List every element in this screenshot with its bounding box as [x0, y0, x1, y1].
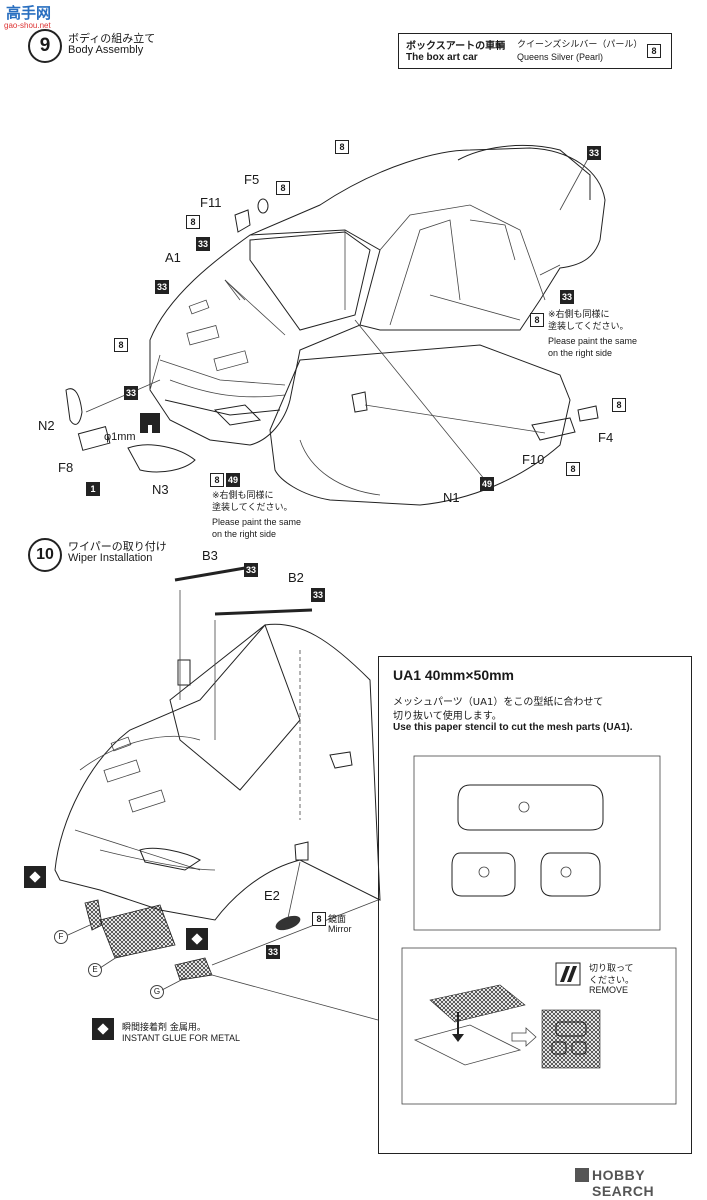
- ua1-instruction-en: Use this paper stencil to cut the mesh p…: [393, 722, 633, 733]
- label-E-circle: E: [88, 963, 102, 977]
- part-F8: [77, 426, 111, 451]
- part-F4: [577, 405, 599, 422]
- hobbysearch-watermark: HOBBY SEARCH: [592, 1167, 655, 1199]
- watermark-logo: 高手网: [6, 4, 52, 22]
- label-A1: A1: [165, 250, 181, 265]
- label-F10: F10: [522, 452, 545, 467]
- note-right-jp1: ※右側も同様に: [548, 310, 610, 320]
- boxart-label-jp: ボックスアートの車輌: [406, 41, 506, 52]
- label-N1: N1: [443, 490, 460, 505]
- num-33-hood: 33: [196, 237, 210, 251]
- step-9-number: 9: [28, 29, 62, 63]
- step-9-title-jp: ボディの組み立て: [68, 32, 156, 45]
- label-F4: F4: [598, 430, 614, 445]
- part-F5: [257, 198, 269, 214]
- label-G-circle: G: [150, 985, 164, 999]
- num-33-spoiler: 33: [587, 146, 601, 160]
- boxart-label-en: The box art car: [406, 52, 478, 63]
- label-F-circle: F: [54, 930, 68, 944]
- num-33-E2: 33: [266, 945, 280, 959]
- glue-note-jp: 瞬間接着剤 金属用。: [122, 1023, 206, 1033]
- note-bottom-en2: on the right side: [212, 529, 277, 539]
- note-bottom-en1: Please paint the same: [212, 517, 302, 527]
- part-F11: [234, 209, 251, 233]
- note-right-en1: Please paint the same: [548, 336, 638, 346]
- part-N3: [127, 444, 196, 473]
- num-1-F8: 1: [86, 482, 100, 496]
- remove-label-jp2: ください。: [589, 976, 635, 986]
- num-49-N1: 49: [480, 477, 494, 491]
- label-phi: φ1mm: [104, 431, 136, 443]
- boxart-color-number: 8: [647, 44, 661, 58]
- num-8-mirror: 8: [312, 912, 326, 926]
- ua1-instruction-jp2: 切り抜いて使用します。: [393, 711, 502, 722]
- car-body-drawing: [65, 145, 606, 506]
- part-N2: [65, 388, 83, 425]
- mirror-label-jp: 鏡面: [328, 915, 347, 925]
- num-33-side: 33: [560, 290, 574, 304]
- hobbysearch-logo-mark: [575, 1168, 589, 1182]
- remove-label-jp1: 切り取って: [589, 964, 634, 974]
- glue-symbols: [24, 866, 208, 1040]
- label-F8: F8: [58, 460, 74, 475]
- part-F10: [531, 417, 576, 441]
- step-10-title-jp: ワイパーの取り付け: [68, 540, 167, 553]
- label-F11: F11: [200, 195, 222, 210]
- num-33-grille: 33: [124, 386, 138, 400]
- num-8-roof: 8: [335, 140, 349, 154]
- num-33-B3: 33: [244, 563, 258, 577]
- ua1-stencil: [401, 755, 677, 1105]
- ua1-title: UA1 40mm×50mm: [393, 667, 515, 683]
- num-33-A1: 33: [155, 280, 169, 294]
- car-front-drawing: [54, 566, 381, 1021]
- num-8-F5: 8: [276, 181, 290, 195]
- step-9-title-en: Body Assembly: [68, 44, 144, 56]
- mirror-label-en: Mirror: [328, 924, 352, 934]
- label-B2: B2: [288, 570, 304, 585]
- boxart-color-jp: クイーンズシルバー（パール）: [517, 40, 643, 50]
- watermark-url: gao-shou.net: [4, 21, 51, 30]
- remove-label-en: REMOVE: [589, 985, 629, 995]
- num-8-F11: 8: [186, 215, 200, 229]
- num-49-headlight: 49: [226, 473, 240, 487]
- ua1-panel: UA1 40mm×50mm メッシュパーツ（UA1）をこの型紙に合わせて 切り抜…: [378, 656, 692, 1154]
- boxart-color-en: Queens Silver (Pearl): [517, 52, 604, 62]
- boxart-panel: ボックスアートの車輌 The box art car クイーンズシルバー（パール…: [398, 33, 672, 69]
- num-8-F10: 8: [566, 462, 580, 476]
- note-bottom-jp2: 塗装してください。: [212, 503, 293, 513]
- num-8-front: 8: [114, 338, 128, 352]
- label-N3: N3: [152, 482, 169, 497]
- num-8-F4: 8: [612, 398, 626, 412]
- label-B3: B3: [202, 548, 218, 563]
- note-right-en2: on the right side: [548, 348, 613, 358]
- step-10-title-en: Wiper Installation: [68, 552, 153, 564]
- num-8-headlight: 8: [210, 473, 224, 487]
- ua1-instruction-jp1: メッシュパーツ（UA1）をこの型紙に合わせて: [393, 697, 604, 708]
- note-right-jp2: 塗装してください。: [548, 322, 629, 332]
- label-E2: E2: [264, 888, 280, 903]
- label-F5: F5: [244, 172, 260, 187]
- note-bottom-jp1: ※右側も同様に: [212, 491, 274, 501]
- num-33-B2: 33: [311, 588, 325, 602]
- glue-note-en: INSTANT GLUE FOR METAL: [122, 1033, 241, 1043]
- label-N2: N2: [38, 418, 55, 433]
- num-8-side: 8: [530, 313, 544, 327]
- step-10-number: 10: [28, 538, 62, 572]
